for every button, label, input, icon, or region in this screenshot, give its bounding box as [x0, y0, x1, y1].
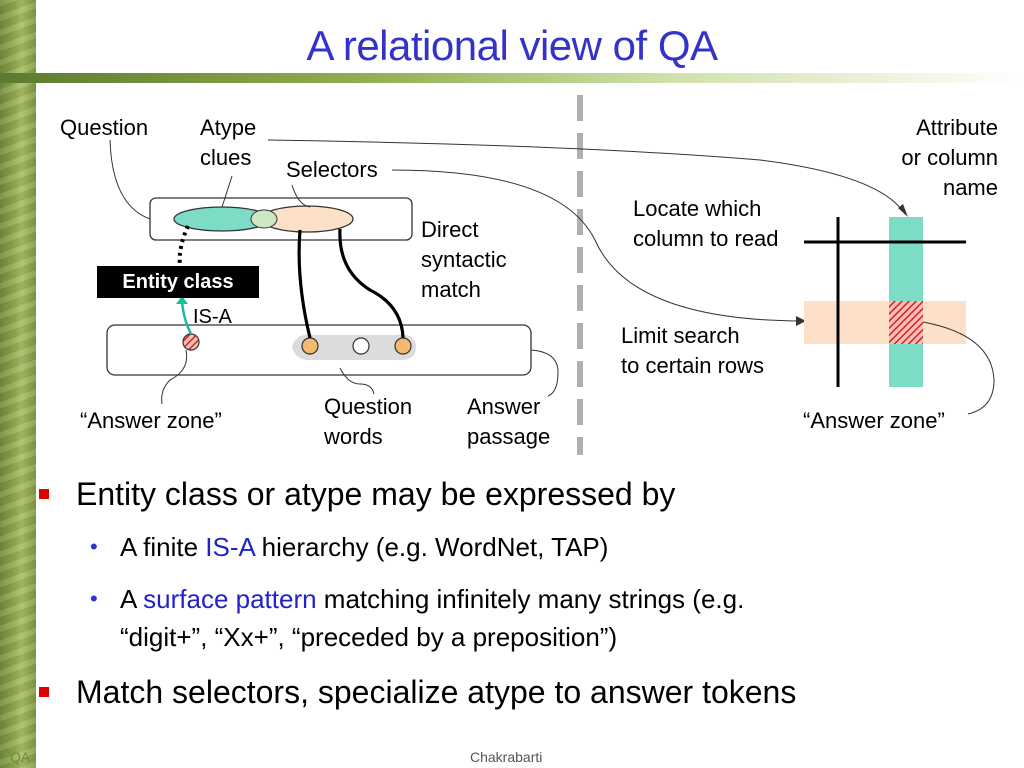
- label-answer-zone-left: “Answer zone”: [80, 408, 222, 433]
- label-direct-syntactic-match: Direct syntactic match: [421, 217, 507, 302]
- entity-class-box: Entity class: [97, 266, 259, 298]
- label-locate-column: Locate which column to read: [633, 196, 779, 251]
- title-underline: [0, 73, 1024, 83]
- bullet-dot-icon: •: [90, 586, 98, 611]
- selector-link-1: [297, 229, 312, 339]
- label-is-a: IS-A: [193, 306, 232, 328]
- answer-token: [182, 333, 200, 351]
- footer-author: Chakrabarti: [470, 749, 543, 765]
- leaf-decoration-strip: [0, 0, 36, 768]
- label-answer-passage: Answer passage: [467, 394, 551, 449]
- overlap-ellipse: [250, 209, 278, 229]
- bullet-square-icon: [39, 489, 49, 499]
- question-token-2: [394, 337, 412, 355]
- selectors-leader: [291, 184, 311, 208]
- answer-passage-leader: [530, 349, 559, 397]
- question-leader: [109, 139, 151, 220]
- selector-link-2: [338, 228, 405, 339]
- bullet-dot-icon: •: [90, 534, 98, 559]
- label-question: Question: [60, 115, 149, 140]
- selectors-to-rows-arrow: [391, 169, 801, 322]
- slide-title: A relational view of QA: [306, 22, 718, 69]
- atype-to-entity-dotted: [177, 225, 190, 267]
- label-attribute-column: Attribute or column name: [901, 115, 998, 200]
- label-atype-clues: Atype clues: [200, 115, 257, 170]
- bullet-square-icon: [39, 687, 49, 697]
- label-limit-search: Limit search to certain rows: [621, 323, 765, 378]
- answer-zone-leader: [161, 349, 188, 405]
- atype-to-column-arrow: [267, 139, 906, 215]
- bullet-match-selectors: Match selectors, specialize atype to ans…: [39, 674, 796, 711]
- selected-row-band: [804, 301, 966, 344]
- selectors-to-rows-arrowhead: [796, 316, 806, 326]
- atype-leader: [221, 175, 233, 208]
- question-words-leader: [339, 367, 375, 395]
- label-question-words: Question words: [324, 394, 413, 449]
- answer-cell: [889, 301, 923, 344]
- is-a-arrowhead: [176, 296, 188, 304]
- bullet-entity-class: Entity class or atype may be expressed b…: [39, 476, 675, 513]
- question-token-1: [301, 337, 319, 355]
- question-token-gap: [352, 337, 370, 355]
- label-answer-zone-right: “Answer zone”: [803, 408, 945, 433]
- right-answer-zone-leader: [922, 321, 995, 415]
- label-selectors: Selectors: [286, 157, 378, 182]
- footer-left: QA: [10, 749, 31, 765]
- sub-bullet-is-a: • A finite IS-A hierarchy (e.g. WordNet,…: [90, 528, 608, 566]
- sub-bullet-surface-pattern: • A surface pattern matching infinitely …: [90, 580, 1000, 656]
- atype-to-column-arrowhead: [898, 204, 908, 217]
